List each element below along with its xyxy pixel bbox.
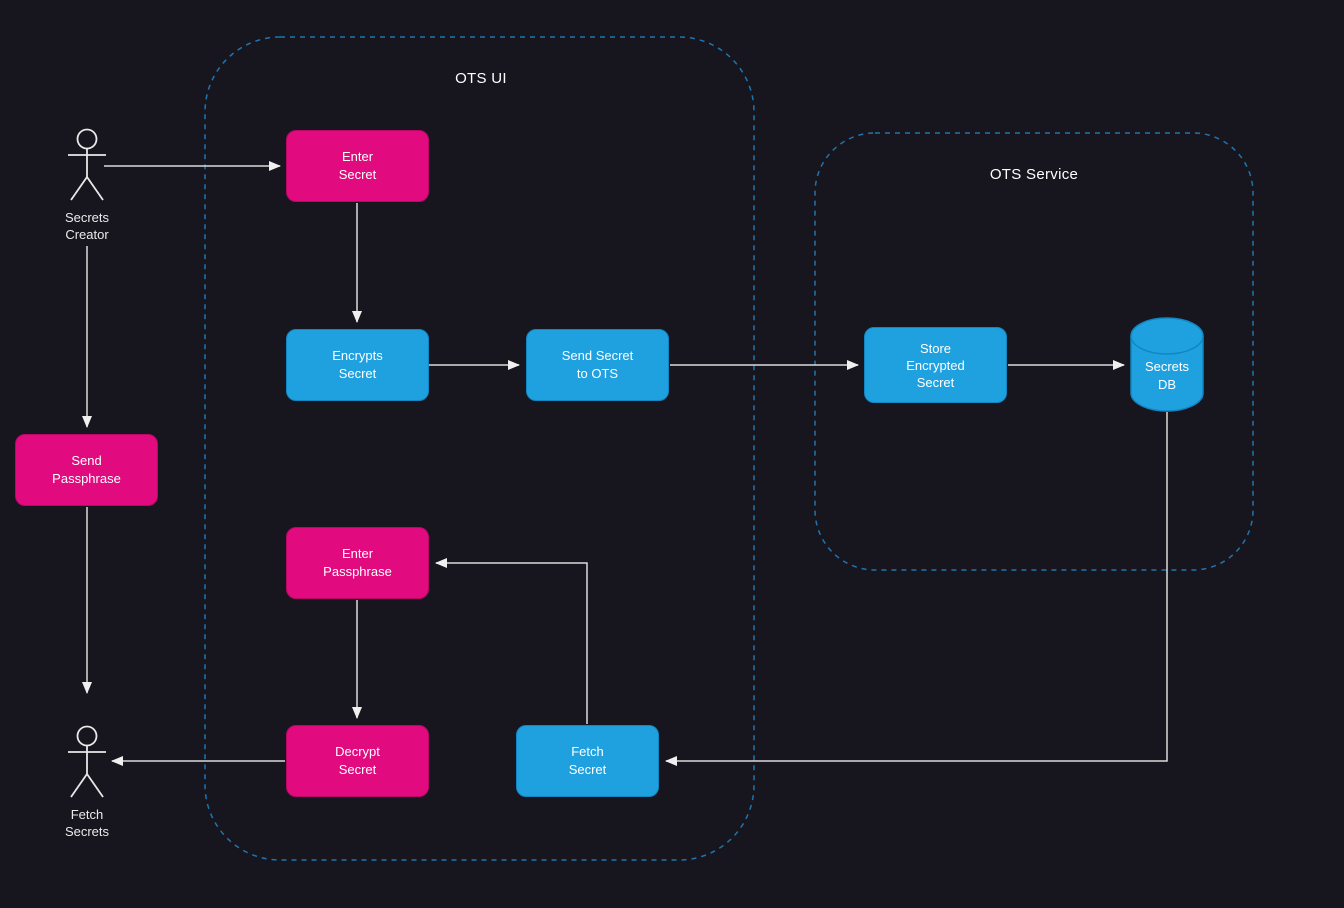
ots-ui-container xyxy=(204,36,755,861)
fetch-secrets-label: Fetch Secrets xyxy=(64,807,110,839)
node-secrets-db-label: Secrets DB xyxy=(1144,359,1190,392)
node-encrypts-secret: Encrypts Secret xyxy=(286,329,429,401)
node-fetch-secret: Fetch Secret xyxy=(516,725,659,797)
node-decrypt-secret: Decrypt Secret xyxy=(286,725,429,797)
edge-fetch-secret-to-enter-passphrase xyxy=(435,558,588,724)
node-enter-passphrase: Enter Passphrase xyxy=(286,527,429,599)
ots-service-title: OTS Service xyxy=(989,166,1079,183)
ots-service-container xyxy=(814,132,1254,571)
node-store-encrypted-secret: Store Encrypted Secret xyxy=(864,327,1007,403)
secrets-creator-figure xyxy=(68,128,106,201)
node-send-secret-to-ots: Send Secret to OTS xyxy=(526,329,669,401)
ots-ui-title: OTS UI xyxy=(455,70,507,87)
node-enter-secret: Enter Secret xyxy=(286,130,429,202)
node-send-passphrase: Send Passphrase xyxy=(15,434,158,506)
edge-secrets-db-to-fetch-secret xyxy=(665,412,1168,766)
fetch-secrets-figure xyxy=(68,725,106,798)
secrets-db-shape xyxy=(1130,317,1204,412)
secrets-creator-label: Secrets Creator xyxy=(64,210,110,242)
